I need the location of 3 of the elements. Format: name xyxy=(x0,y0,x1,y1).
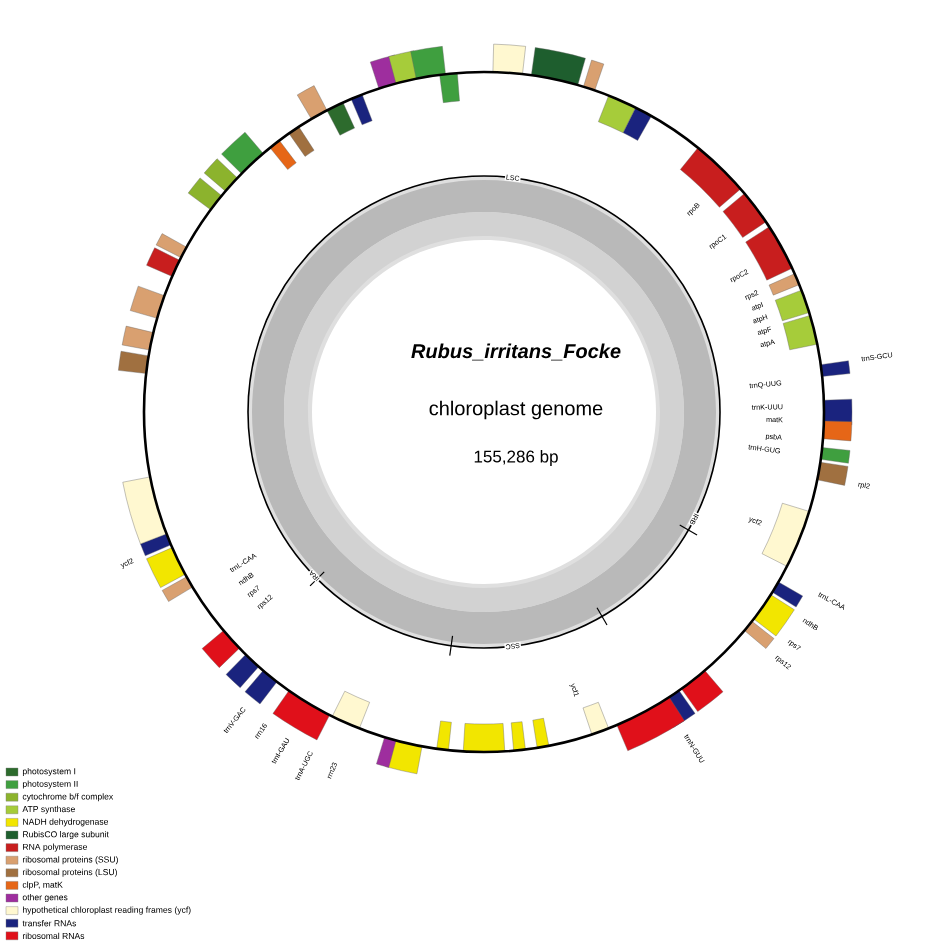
genome-type: chloroplast genome xyxy=(429,400,603,420)
genome-name: Rubus_irritans_Focke xyxy=(411,343,621,361)
genome-size: 155,286 bp xyxy=(474,450,558,466)
